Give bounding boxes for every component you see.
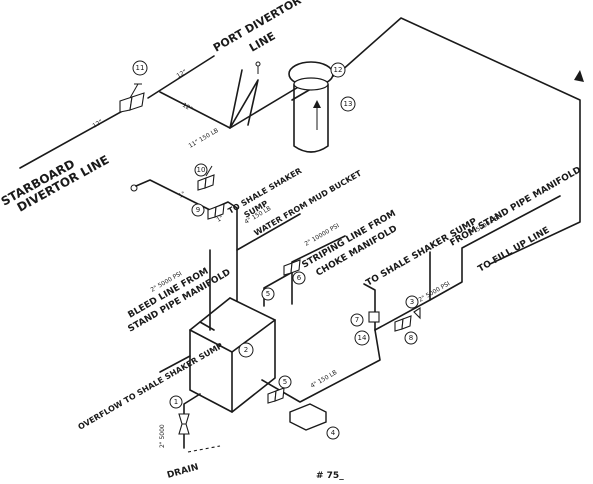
valve-10 — [197, 165, 215, 191]
bracket-pin-head — [255, 61, 261, 67]
spec-4b: 4" 150 LB — [310, 369, 339, 390]
spec-11: 11" 150 LB — [188, 127, 220, 150]
callout-3-label: 3 — [410, 298, 414, 306]
stripping-line — [263, 269, 297, 307]
callout-13 — [340, 96, 356, 112]
callout-6-label: 6 — [297, 274, 302, 282]
callout-1-label: 1 — [174, 398, 178, 406]
valve-9 — [207, 203, 225, 220]
callout-12-label: 12 — [334, 66, 343, 74]
spec-1b: 1" — [216, 214, 225, 223]
callout-1 — [169, 395, 183, 409]
callout-10 — [194, 163, 208, 177]
line-end-cap — [130, 184, 138, 192]
callout-5-label: 5 — [266, 290, 270, 298]
drain-dash — [187, 445, 221, 453]
spec-12b: 12" — [181, 102, 194, 113]
callout-8 — [404, 331, 418, 345]
label-fill-up: TO FILL UP LINE — [477, 226, 552, 275]
stand-pipe-line — [374, 195, 561, 331]
return-line — [339, 17, 581, 265]
callout-7-label: 7 — [355, 316, 359, 324]
valve-5 — [267, 387, 285, 404]
valve-8 — [394, 315, 412, 332]
callout-4 — [326, 426, 340, 440]
callout-12 — [330, 62, 346, 78]
divertor-main — [159, 91, 231, 129]
label-drain: DRAIN — [166, 462, 200, 481]
callout-2 — [238, 342, 254, 358]
callout-10-label: 10 — [197, 166, 206, 174]
callout-13-label: 13 — [344, 100, 353, 108]
callout-5 — [261, 287, 275, 301]
fitting-7 — [368, 311, 380, 323]
arrow-head-right — [574, 70, 584, 82]
valve-1 — [178, 413, 190, 435]
shale-sump-line — [363, 283, 376, 331]
spec-2c: 2" 5000 PSI — [418, 280, 452, 304]
port-branch — [147, 55, 215, 99]
box-4 — [289, 403, 327, 431]
divertor-feed — [229, 85, 301, 129]
return-line-top — [291, 235, 346, 305]
callout-4-label: 4 — [331, 429, 336, 437]
valve-11 — [119, 83, 145, 113]
callout-5-box — [278, 375, 292, 389]
bleed-inlet — [199, 321, 215, 331]
callout-11-label: 11 — [136, 64, 145, 72]
flow-bracket — [229, 69, 259, 129]
spec-1: 1" — [178, 190, 187, 199]
callout-14 — [354, 330, 370, 346]
mud-bucket-line — [236, 213, 301, 251]
overflow-line — [159, 355, 191, 373]
callout-14-label: 14 — [358, 334, 367, 342]
valve-6 — [283, 259, 301, 276]
callout-9-label: 9 — [196, 206, 200, 214]
callout-7 — [350, 313, 364, 327]
page-number: # 75_ — [316, 471, 344, 481]
spec-2f: 2" 5000 — [159, 424, 166, 448]
spec-12c: 12" — [92, 118, 105, 129]
callout-5-box-label: 5 — [283, 378, 287, 386]
callout-3 — [405, 295, 419, 309]
tank-2 — [189, 297, 276, 413]
cylinder-13 — [288, 61, 334, 153]
valve-3 — [413, 306, 421, 320]
callout-8-label: 8 — [409, 334, 413, 342]
callout-6 — [292, 271, 306, 285]
label-mud-bucket: WATER FROM MUD BUCKET — [253, 168, 364, 237]
label-stand-pipe: FROM STAND PIPE MANIFOLD — [449, 165, 583, 248]
callout-9 — [191, 203, 205, 217]
starboard-branch — [19, 107, 129, 169]
callout-11 — [132, 60, 148, 76]
callout-2-label: 2 — [244, 346, 248, 354]
spec-12a: 12" — [176, 68, 189, 79]
